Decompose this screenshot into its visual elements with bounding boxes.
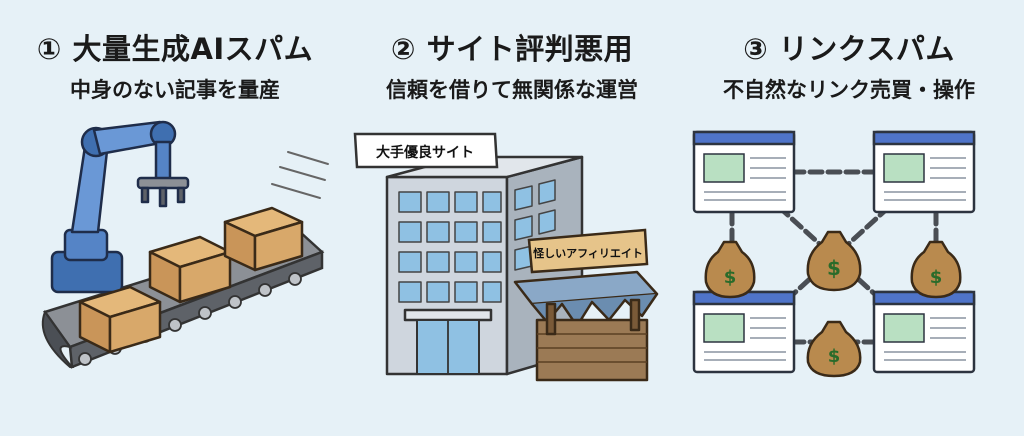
shack-sign: 怪しいアフィリエイト — [527, 228, 649, 274]
panel-subtitle: 不自然なリンク売買・操作 — [723, 78, 975, 102]
building-with-shack-icon: 大手優良サイト 怪しいアフィリエイト — [353, 132, 659, 382]
panel-site-reputation-abuse: ② サイト評判悪用 信頼を借りて無関係な運営 大 — [347, 0, 677, 436]
webpage-bottom-left — [692, 290, 796, 374]
money-bag-symbol: $ — [930, 267, 943, 288]
shack — [513, 270, 659, 382]
panel-title: ① 大量生成AIスパム — [36, 32, 314, 66]
money-bag-bottom: $ — [806, 320, 862, 378]
shack-sign-text: 怪しいアフィリエイト — [533, 246, 643, 260]
building-sign: 大手優良サイト — [353, 132, 499, 169]
money-bag-right: $ — [910, 240, 962, 299]
chained-webpages-icon: $ $ $ $ — [692, 130, 976, 378]
panel-subtitle: 信頼を借りて無関係な運営 — [386, 78, 638, 102]
money-bags: $ $ $ $ — [704, 230, 962, 378]
money-bag-symbol: $ — [724, 267, 737, 288]
robot-arm-conveyor-icon — [41, 120, 329, 369]
money-bag-symbol: $ — [827, 256, 841, 280]
money-bag-symbol: $ — [828, 346, 841, 367]
webpage-bottom-right — [872, 290, 976, 374]
webpage-top-left — [692, 130, 796, 214]
robot-arm — [50, 120, 190, 294]
panel-link-spam: ③ リンクスパム 不自然なリンク売買・操作 — [684, 0, 1014, 436]
panel-ai-spam: ① 大量生成AIスパム 中身のない記事を量産 — [10, 0, 340, 436]
money-bag-center: $ — [806, 230, 862, 292]
cardboard-boxes — [78, 206, 304, 354]
money-bag-left: $ — [704, 240, 756, 299]
panel-subtitle: 中身のない記事を量産 — [70, 78, 280, 102]
building-sign-text: 大手優良サイト — [376, 144, 474, 161]
panel-title: ② サイト評判悪用 — [390, 32, 634, 66]
panel-title: ③ リンクスパム — [743, 32, 955, 66]
webpage-top-right — [872, 130, 976, 214]
